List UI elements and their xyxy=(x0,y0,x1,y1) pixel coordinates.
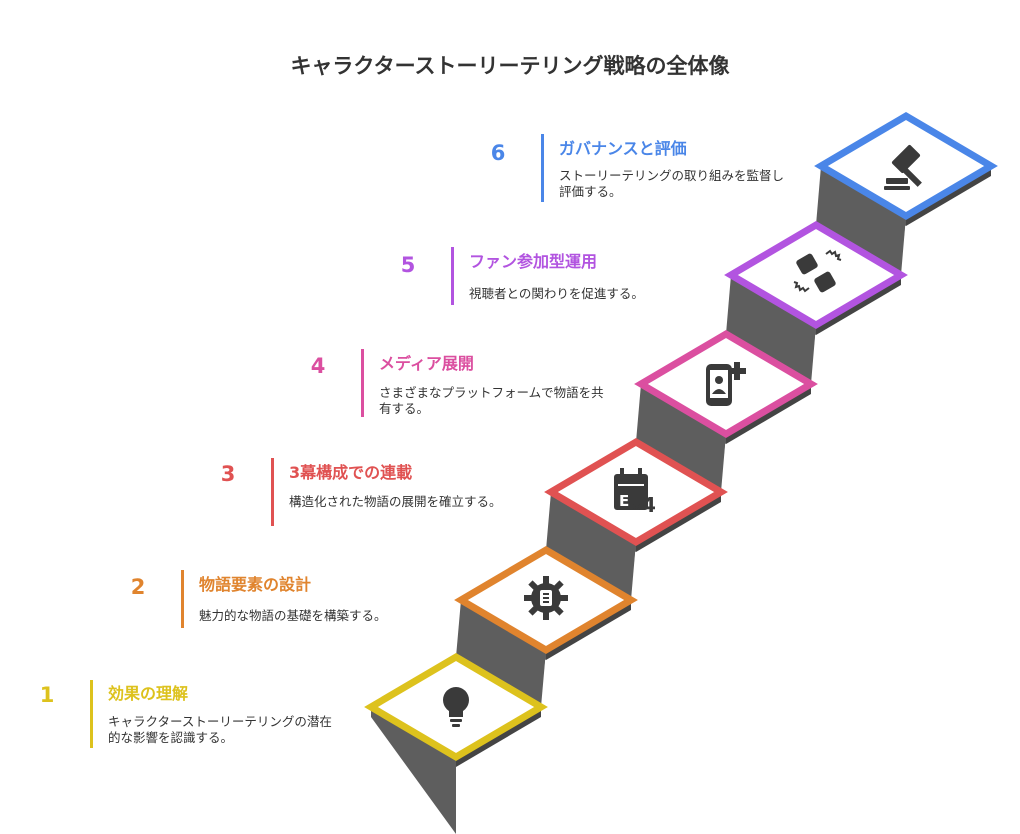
step-5-top-face xyxy=(724,220,908,330)
riser-fill-1 xyxy=(456,600,546,707)
step-4-description: さまざまなプラットフォームで物語を共有する。 xyxy=(379,385,604,416)
riser-fill-5 xyxy=(816,166,906,275)
step-5-bar xyxy=(451,247,454,305)
svg-text:E: E xyxy=(619,492,629,510)
riser-fill-3 xyxy=(636,384,726,492)
step-1-front-face xyxy=(371,707,456,834)
step-2-bar xyxy=(181,570,184,628)
step-5-description: 視聴者との関わりを促進する。 xyxy=(469,286,644,301)
step-6-bar xyxy=(541,134,544,202)
step-3-description: 構造化された物語の展開を確立する。 xyxy=(289,494,502,509)
gear-settings-icon xyxy=(516,568,576,628)
handshake-icon xyxy=(786,244,846,304)
step-6-description: ストーリーテリングの取り組みを監督し評価する。 xyxy=(559,168,785,199)
calendar-times-four-icon: E 4 × xyxy=(606,462,666,522)
step-1-title: 効果の理解 xyxy=(108,684,189,703)
mobile-add-user-icon xyxy=(696,354,756,414)
svg-text:4: 4 xyxy=(642,493,656,517)
diagram-title: キャラクターストーリーテリング戦略の全体像 xyxy=(290,54,730,78)
step-1-bar xyxy=(90,680,93,748)
step-4-title: メディア展開 xyxy=(379,354,474,373)
lightbulb-icon xyxy=(426,675,486,735)
step-6-title: ガバナンスと評価 xyxy=(559,139,687,158)
riser-fill-2 xyxy=(546,492,636,600)
step-5-number: 5 xyxy=(400,253,416,277)
step-2-description: 魅力的な物語の基礎を構築する。 xyxy=(199,608,387,623)
step-6-number: 6 xyxy=(490,141,506,165)
step-4-bar xyxy=(361,349,364,417)
step-2-number: 2 xyxy=(130,575,146,599)
step-1-number: 1 xyxy=(39,683,55,707)
step-3-bar xyxy=(271,458,274,526)
svg-text:×: × xyxy=(632,500,641,513)
riser-fill-4 xyxy=(726,275,816,384)
step-1-description: キャラクターストーリーテリングの潜在的な影響を認識する。 xyxy=(108,714,332,745)
step-4-number: 4 xyxy=(310,354,326,378)
step-3-number: 3 xyxy=(220,462,236,486)
step-5-title: ファン参加型運用 xyxy=(469,252,598,271)
gavel-icon xyxy=(876,138,936,198)
step-3-title: 3幕構成での連載 xyxy=(289,463,413,482)
step-2-title: 物語要素の設計 xyxy=(199,575,312,594)
